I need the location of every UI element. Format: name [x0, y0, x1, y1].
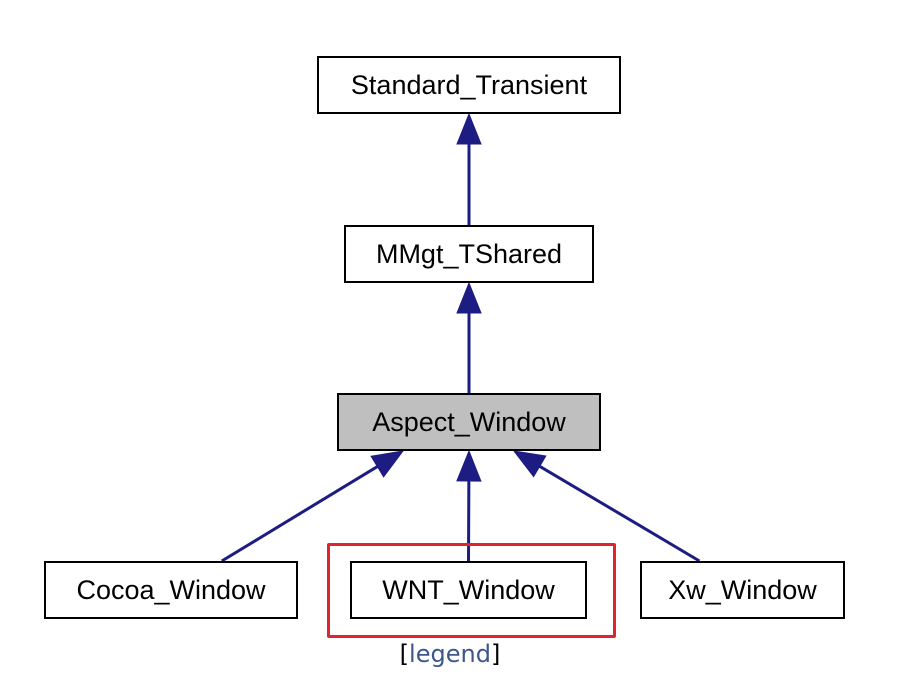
edge-cocoa_window-to-aspect_window — [221, 465, 379, 563]
node-cocoa-window[interactable]: Cocoa_Window — [44, 561, 298, 619]
node-label: Standard_Transient — [350, 69, 588, 100]
arrowhead-mmgt_tshared-to-standard_transient — [456, 112, 482, 145]
node-standard-transient[interactable]: Standard_Transient — [317, 56, 621, 114]
arrowhead-wnt_window-to-aspect_window — [456, 449, 482, 482]
arrowhead-cocoa_window-to-aspect_window — [370, 450, 405, 478]
node-label: Aspect_Window — [372, 406, 566, 437]
legend-link-line: [legend] — [390, 640, 510, 668]
legend-link[interactable]: legend — [409, 640, 491, 668]
highlight-box — [327, 543, 616, 638]
node-label: Xw_Window — [668, 574, 817, 605]
node-label: MMgt_TShared — [375, 238, 563, 269]
node-mmgt-tshared[interactable]: MMgt_TShared — [344, 225, 594, 283]
node-wnt-window[interactable]: WNT_Window — [350, 561, 587, 619]
legend-close-bracket: ] — [490, 640, 501, 668]
node-label: Cocoa_Window — [76, 574, 266, 605]
node-label: WNT_Window — [382, 574, 555, 605]
legend-open-bracket: [ — [399, 640, 410, 668]
arrowhead-xw_window-to-aspect_window — [512, 450, 547, 478]
node-xw-window[interactable]: Xw_Window — [640, 561, 845, 619]
edge-xw_window-to-aspect_window — [538, 465, 701, 563]
node-aspect-window: Aspect_Window — [337, 393, 601, 451]
arrowhead-aspect_window-to-mmgt_tshared — [456, 281, 482, 314]
